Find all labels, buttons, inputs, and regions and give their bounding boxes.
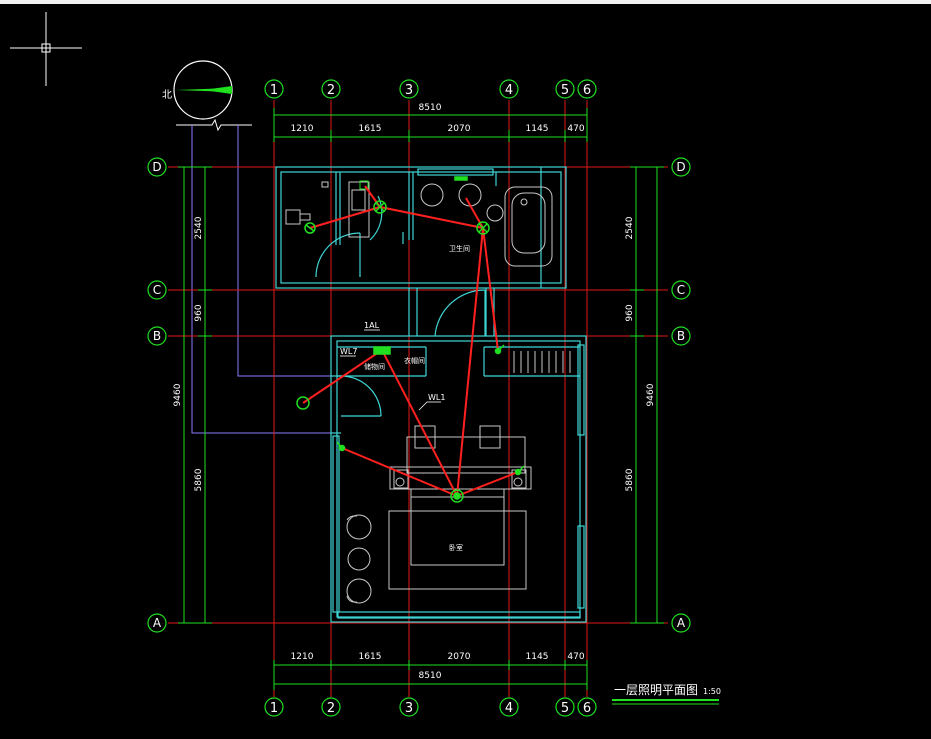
ceiling-light-icon: [476, 221, 490, 235]
dim-top-span-4: 1145: [526, 124, 549, 134]
axis-label-5-bottom: 5: [561, 701, 569, 716]
axis-label-3-top: 3: [405, 83, 413, 98]
axis-label-2-bottom: 2: [327, 701, 335, 716]
label-panel-1al: 1AL: [364, 321, 380, 330]
cad-viewport[interactable]: 北: [0, 4, 931, 739]
dim-top-span-3: 2070: [448, 124, 471, 134]
dim-right-span-1: 2540: [625, 216, 635, 239]
dim-right-span-3: 5860: [625, 468, 635, 491]
room-label-bedroom: 卧室: [449, 543, 463, 552]
axis-label-3-bottom: 3: [405, 701, 413, 716]
boundary-lines: [191, 125, 332, 434]
column-axis-bubbles-top: [264, 79, 597, 99]
dimension-lines: [178, 108, 664, 690]
dim-top-span-2: 1615: [359, 124, 382, 134]
break-line: [176, 118, 252, 132]
dim-top-span-1: 1210: [291, 124, 314, 134]
dim-left-span-2: 960: [194, 304, 204, 321]
lighting-circuit-wires: [302, 185, 519, 497]
bathroom-fixtures: [285, 180, 553, 267]
row-axis-labels: D C B A D C B A: [152, 160, 686, 630]
circuit-labels: 1AL WL7 WL1: [340, 321, 445, 411]
ceiling-light-icon: [373, 200, 387, 214]
dim-top-span-5: 470: [567, 124, 584, 134]
dim-right-span-2: 960: [625, 304, 635, 321]
dim-top-total: 8510: [419, 103, 442, 113]
axis-label-6-top: 6: [583, 83, 591, 98]
axis-label-B-left: B: [153, 329, 161, 343]
axis-label-6-bottom: 6: [583, 701, 591, 716]
north-label: 北: [162, 89, 172, 101]
dimension-texts: 8510 1210 1615 2070 1145 470 1210 1615 2…: [173, 103, 656, 681]
walls: [275, 166, 587, 623]
dim-bottom-span-1: 1210: [291, 652, 314, 662]
axis-grid-lines: [168, 100, 668, 697]
row-axis-bubbles: [147, 157, 691, 633]
axis-label-4-bottom: 4: [505, 701, 513, 716]
label-circuit-wl7: WL7: [340, 347, 357, 356]
axis-label-C-left: C: [153, 283, 161, 297]
axis-label-D-left: D: [152, 160, 161, 174]
column-axis-bubbles-bottom: [264, 697, 597, 717]
dim-left-span-1: 2540: [194, 216, 204, 239]
axis-label-4-top: 4: [505, 83, 513, 98]
north-arrow-compass: 北: [162, 60, 233, 120]
ceiling-light-icon: [450, 489, 464, 503]
light-fixtures: [296, 176, 525, 503]
room-labels: 卫生间 储物间 衣帽间 卧室: [364, 244, 470, 552]
dim-bottom-span-5: 470: [567, 652, 584, 662]
cad-crosshair-cursor: [10, 12, 82, 86]
dim-left-total: 9460: [173, 383, 183, 406]
dim-bottom-span-2: 1615: [359, 652, 382, 662]
room-label-bathroom: 卫生间: [449, 244, 470, 253]
axis-label-A-right: A: [677, 616, 686, 630]
dim-bottom-span-4: 1145: [526, 652, 549, 662]
ceiling-light-icon: [304, 222, 316, 234]
drawing-title-block: 一层照明平面图 1:50: [612, 683, 721, 705]
drawing-scale: 1:50: [703, 687, 721, 696]
axis-label-A-left: A: [153, 616, 162, 630]
cloakroom-hangers: [513, 351, 571, 373]
axis-label-1-bottom: 1: [270, 701, 278, 716]
ceiling-light-icon: [296, 396, 310, 410]
axis-label-2-top: 2: [327, 83, 335, 98]
drawing-title: 一层照明平面图: [614, 683, 698, 697]
axis-label-B-right: B: [677, 329, 685, 343]
axis-label-D-right: D: [676, 160, 685, 174]
bedroom-furniture: [346, 425, 532, 604]
dim-right-total: 9460: [646, 383, 656, 406]
axis-label-1-top: 1: [270, 83, 278, 98]
dim-bottom-span-3: 2070: [448, 652, 471, 662]
axis-label-5-top: 5: [561, 83, 569, 98]
door-swings: [315, 195, 486, 417]
column-axis-labels: 1 2 3 4 5 6 1 2 3 4 5 6: [270, 83, 591, 716]
room-label-storage: 储物间: [364, 362, 385, 371]
label-circuit-wl1: WL1: [428, 393, 445, 402]
axis-label-C-right: C: [677, 283, 685, 297]
dim-left-span-3: 5860: [194, 468, 204, 491]
room-label-cloakroom: 衣帽间: [404, 356, 425, 365]
distribution-panel-icon: [373, 346, 391, 355]
dim-bottom-total: 8510: [419, 671, 442, 681]
window-top-strip: [0, 0, 931, 4]
